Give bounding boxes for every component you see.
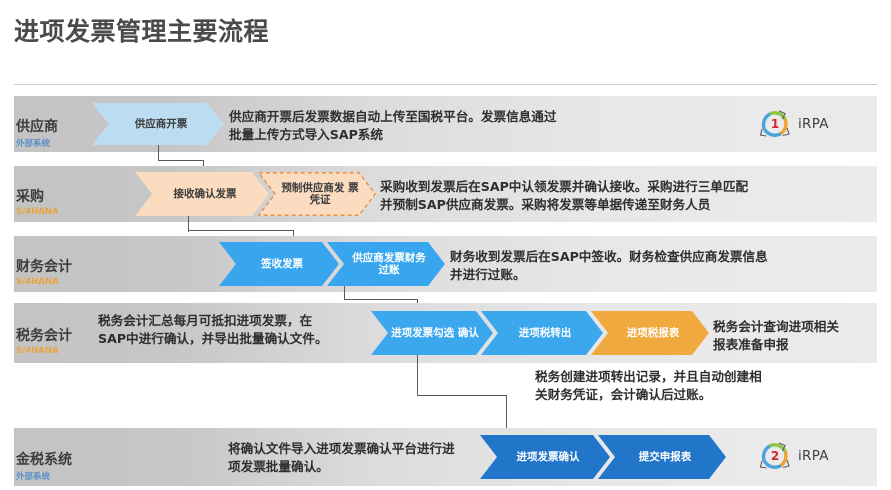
step-label: 提交申报表 bbox=[638, 450, 692, 463]
lane-finance bbox=[14, 236, 877, 292]
step-label: 供应商发票财务 过账 bbox=[352, 251, 426, 276]
lane-description-purchasing: 采购收到发票后在SAP中认领发票并确认接收。采购进行三单匹配 并预制SAP供应商… bbox=[380, 179, 749, 212]
lane-system-golden-tax: 外部系统 bbox=[16, 472, 51, 482]
connector-purchase-to-finance-v1 bbox=[188, 216, 190, 232]
step-input-invoice-confirm[interactable]: 进项发票确认 bbox=[480, 435, 610, 479]
connector-finance-to-tax-h bbox=[344, 299, 418, 301]
lane-golden-tax bbox=[14, 428, 877, 486]
lane-system-tax: S/4HANA bbox=[16, 346, 59, 356]
step-input-tax-transfer-out[interactable]: 进项税转出 bbox=[481, 311, 603, 355]
step-supplier-invoicing[interactable]: 供应商开票 bbox=[92, 103, 224, 145]
step-label: 进项税转出 bbox=[518, 326, 572, 339]
irpa-badge-1: 1 iRPA bbox=[758, 108, 829, 140]
connector-finance-to-tax-v1 bbox=[344, 286, 346, 300]
irpa-label: iRPA bbox=[798, 116, 829, 132]
irpa-loop-icon: 1 bbox=[758, 108, 792, 140]
annotation-tax-transfer: 税务创建进项转出记录，并且自动创建相 关财务凭证，会计确认后过账。 bbox=[535, 369, 762, 402]
lane-label-finance: 财务会计 bbox=[16, 259, 72, 275]
title-divider bbox=[14, 84, 877, 85]
step-prepare-supplier-invoice-doc[interactable]: 预制供应商发 票凭证 bbox=[258, 172, 376, 216]
connector-purchase-to-finance-v2 bbox=[293, 230, 295, 240]
lane-system-purchasing: S/4HANA bbox=[16, 207, 59, 217]
irpa-badge-2: 2 iRPA bbox=[758, 440, 829, 472]
connector-supplier-to-purchase-h bbox=[158, 160, 204, 162]
lane-description-golden-tax: 将确认文件导入进项发票确认平台进行进 项发票批量确认。 bbox=[228, 441, 455, 474]
step-label: 进项税报表 bbox=[626, 326, 680, 339]
step-sign-invoice[interactable]: 签收发票 bbox=[219, 242, 339, 286]
step-label: 签收发票 bbox=[261, 257, 303, 270]
step-label: 供应商开票 bbox=[134, 117, 188, 130]
lane-label-purchasing: 采购 bbox=[16, 189, 44, 205]
irpa-label: iRPA bbox=[798, 448, 829, 464]
irpa-loop-icon: 2 bbox=[758, 440, 792, 472]
step-input-invoice-selection-confirm[interactable]: 进项发票勾选 确认 bbox=[371, 311, 493, 355]
lane-description-finance: 财务收到发票后在SAP中签收。财务检查供应商发票信息 并进行过账。 bbox=[450, 249, 768, 282]
connector-supplier-to-purchase-v1 bbox=[158, 145, 160, 161]
lane-system-finance: S/4HANA bbox=[16, 277, 59, 287]
irpa-number: 2 bbox=[770, 449, 780, 463]
step-submit-declaration-form[interactable]: 提交申报表 bbox=[598, 435, 726, 479]
step-label: 进项发票勾选 确认 bbox=[391, 326, 479, 339]
connector-tax-to-goldentax-v1 bbox=[417, 355, 419, 396]
lane-system-supplier: 外部系统 bbox=[16, 139, 51, 149]
page-title: 进项发票管理主要流程 bbox=[14, 17, 270, 46]
step-label: 进项发票确认 bbox=[516, 450, 580, 463]
lane-description-tax-left: 税务会计汇总每月可抵扣进项发票，在 SAP中进行确认，并导出批量确认文件。 bbox=[98, 313, 328, 346]
connector-supplier-to-purchase-v2 bbox=[203, 160, 205, 170]
lane-description-tax-right: 税务会计查询进项相关 报表准备申报 bbox=[713, 319, 839, 352]
lane-label-tax: 税务会计 bbox=[16, 328, 72, 344]
connector-tax-to-goldentax-v2 bbox=[506, 395, 508, 432]
connector-purchase-to-finance-h bbox=[188, 230, 294, 232]
step-input-tax-report[interactable]: 进项税报表 bbox=[591, 311, 709, 355]
irpa-loop-svg bbox=[759, 110, 790, 137]
lane-label-supplier: 供应商 bbox=[16, 119, 58, 135]
step-supplier-invoice-posting[interactable]: 供应商发票财务 过账 bbox=[327, 242, 445, 286]
step-label: 接收确认发票 bbox=[173, 187, 237, 200]
lane-label-golden-tax: 金税系统 bbox=[16, 452, 72, 468]
step-receive-confirm-invoice[interactable]: 接收确认发票 bbox=[135, 172, 269, 216]
connector-tax-to-goldentax-h bbox=[417, 395, 507, 397]
lane-description-supplier: 供应商开票后发票数据自动上传至国税平台。发票信息通过 批量上传方式导入SAP系统 bbox=[229, 109, 557, 142]
irpa-loop-svg bbox=[759, 442, 790, 469]
irpa-number: 1 bbox=[770, 117, 780, 131]
step-label: 预制供应商发 票凭证 bbox=[281, 181, 359, 206]
